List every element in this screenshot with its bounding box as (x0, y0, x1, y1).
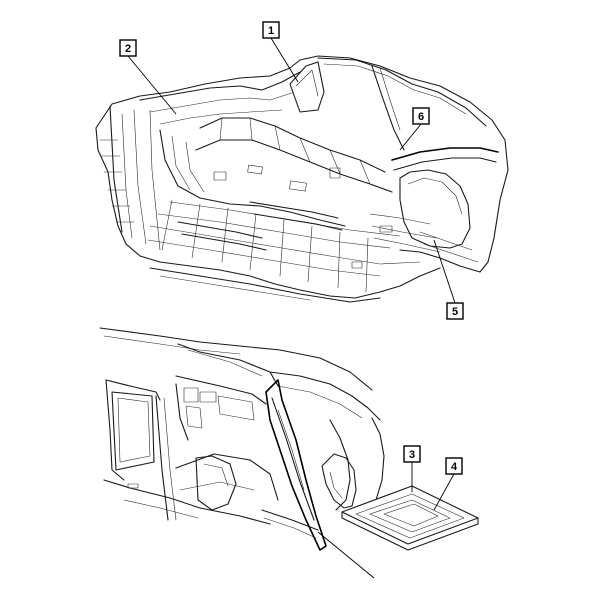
callout-1-label: 1 (268, 25, 274, 37)
leader-6 (399, 123, 422, 151)
leader-5 (433, 239, 456, 304)
callout-4-label: 4 (451, 461, 458, 473)
callout-6-label: 6 (418, 111, 424, 123)
leader-2 (127, 55, 177, 115)
callout-2: 2 (119, 39, 137, 57)
callout-4: 4 (445, 457, 463, 475)
leader-1 (270, 37, 299, 83)
truck-cab-illustration (99, 327, 479, 551)
leader-lines (127, 37, 456, 579)
callout-5: 5 (446, 302, 464, 320)
leader-sill (317, 531, 375, 579)
callout-1: 1 (262, 21, 280, 39)
callout-3: 3 (403, 445, 421, 463)
callout-6: 6 (412, 107, 430, 125)
callout-3-label: 3 (409, 449, 415, 461)
leader-4 (433, 473, 455, 511)
callout-5-label: 5 (452, 306, 458, 318)
floor-pan-illustration (95, 55, 509, 303)
callout-2-label: 2 (125, 43, 131, 55)
